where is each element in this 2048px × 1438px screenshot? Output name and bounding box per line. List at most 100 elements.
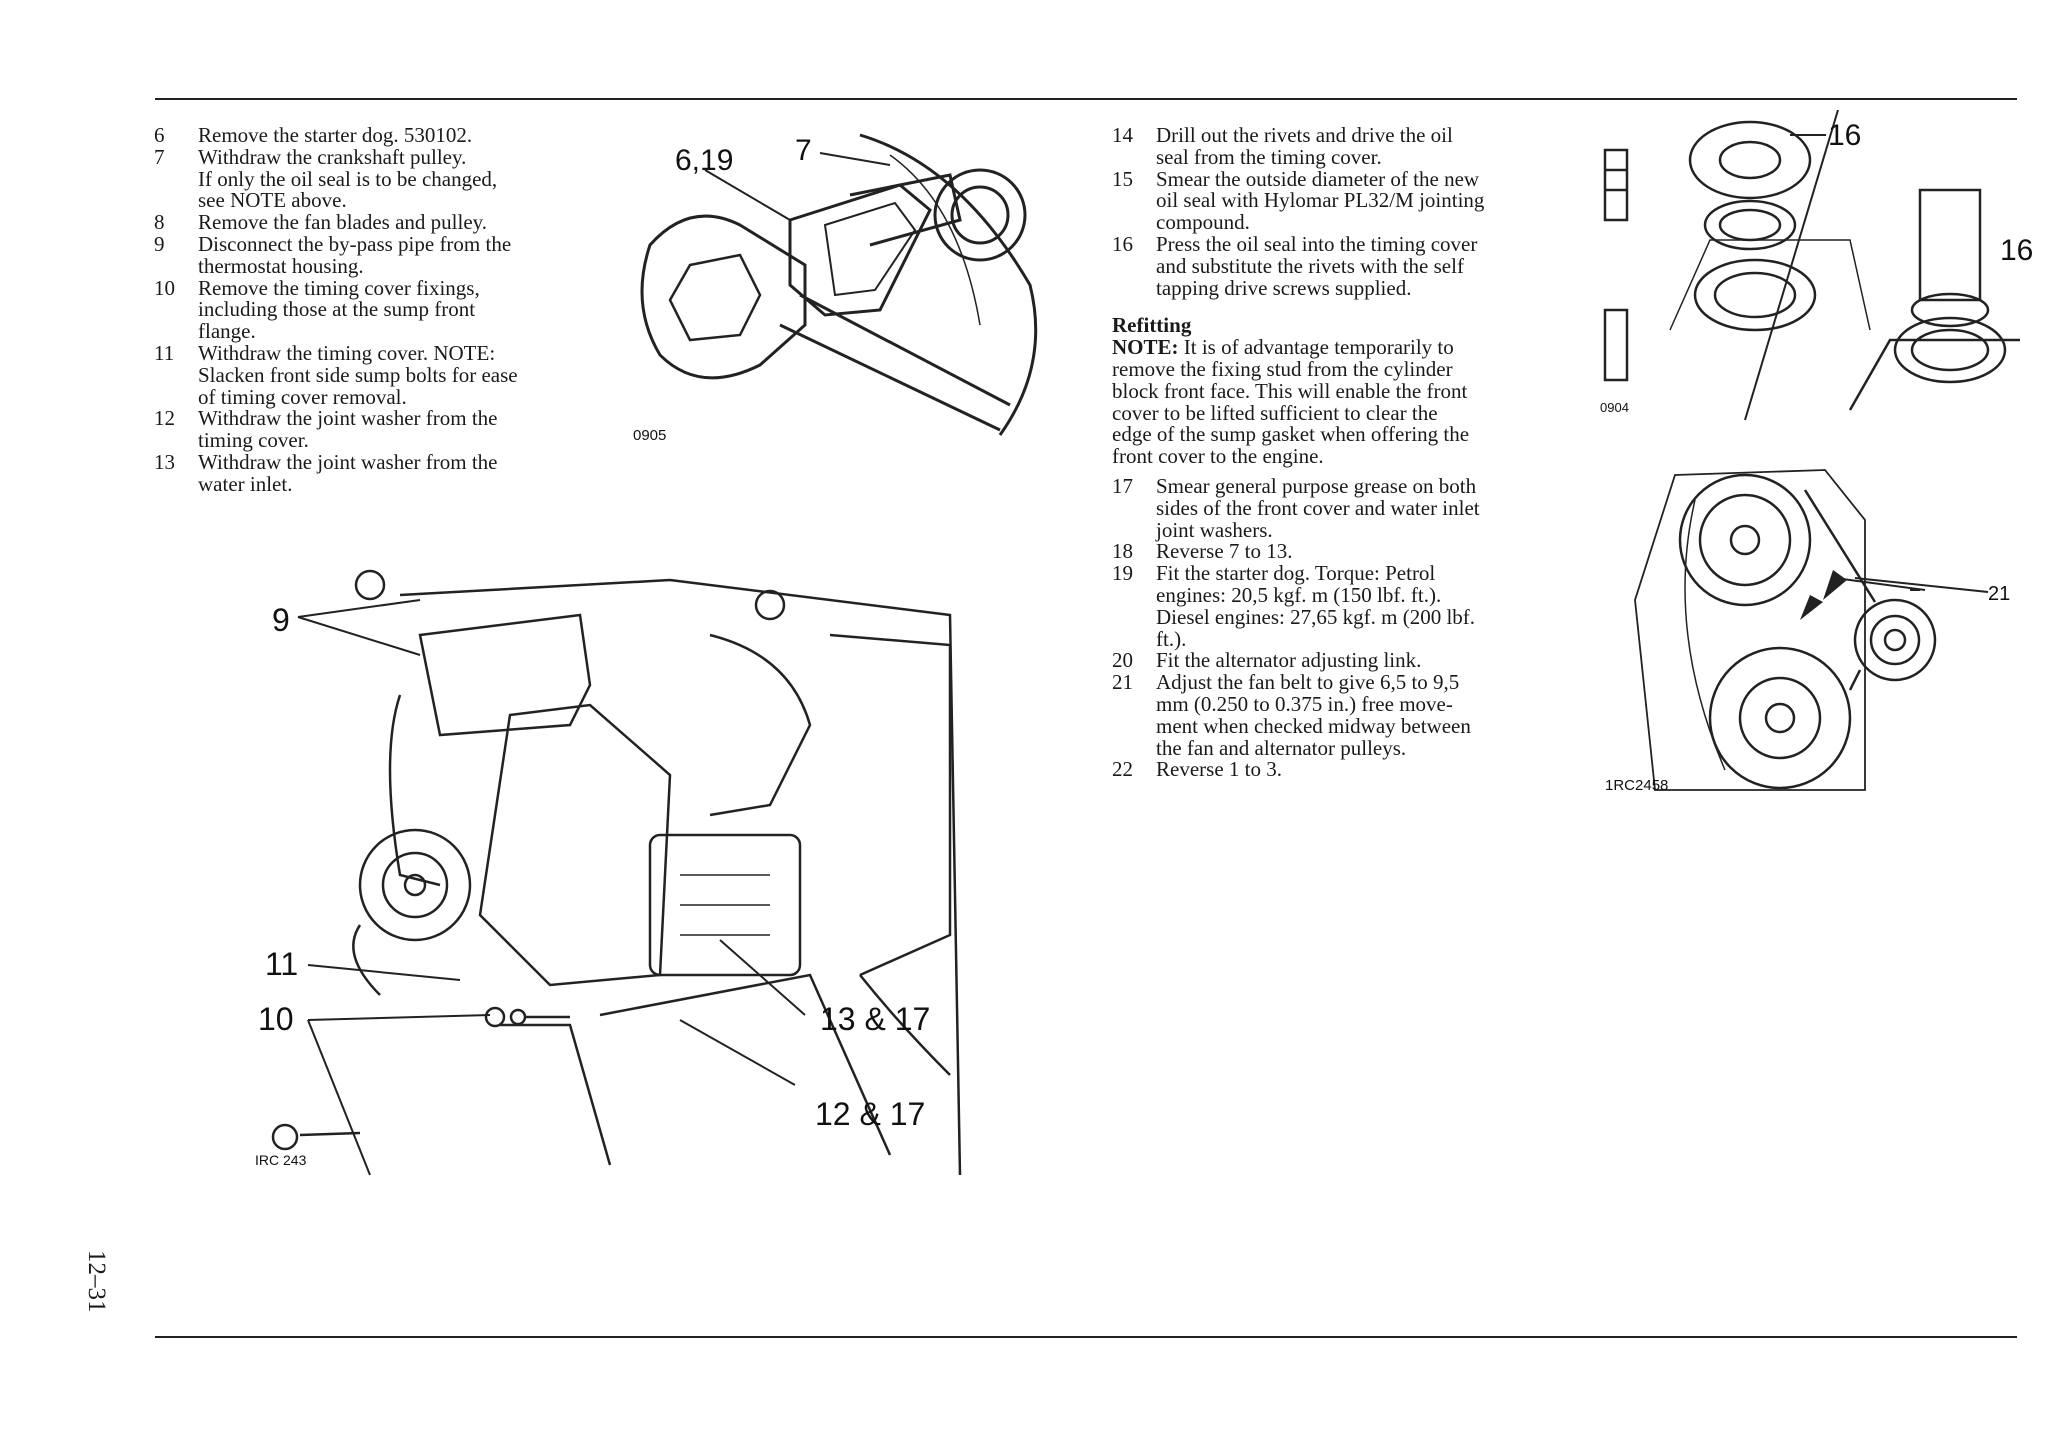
- label-16-right: 16: [2000, 234, 2033, 267]
- step-line: Remove the fan blades and pulley.: [198, 210, 488, 235]
- step-line: Fit the alternator adjusting link.: [1156, 648, 1422, 673]
- step-line: thermostat housing.: [198, 253, 364, 278]
- step-number: 8: [154, 210, 165, 235]
- step-text: Remove the fan blades and pulley.: [198, 210, 572, 235]
- step-line: Reverse 1 to 3.: [1156, 757, 1282, 782]
- step-text: Withdraw the timing cover. NOTE:Slacken …: [198, 340, 572, 409]
- step-line: seal from the timing cover.: [1156, 144, 1382, 169]
- step-line: Remove the starter dog. 530102.: [198, 123, 473, 147]
- step-number: 13: [154, 449, 175, 474]
- step-line: Withdraw the joint washer from the: [198, 449, 498, 474]
- page-number: 12–31: [83, 1250, 110, 1313]
- figure-irc243: 9 11 10 13 & 17 12 & 17 IRC 243: [250, 555, 970, 1180]
- step-20: 20 Fit the alternator adjusting link.: [1112, 650, 1544, 672]
- step-line: engines: 20,5 kgf. m (150 lbf. ft.).: [1156, 582, 1442, 607]
- right-steps: 14 Drill out the rivets and drive the oil…: [1112, 123, 1544, 781]
- label-12-17: 12 & 17: [815, 1096, 925, 1132]
- figure-code-0904: 0904: [1600, 400, 1629, 415]
- note-line: block front face. This will enable the f…: [1112, 378, 1468, 403]
- label-11: 11: [265, 946, 298, 982]
- label-16-top: 16: [1828, 119, 1861, 152]
- step-number: 12: [154, 406, 175, 431]
- note-label: NOTE:: [1112, 335, 1179, 360]
- figure-code-1rc2458: 1RC2458: [1605, 777, 1668, 794]
- step-line: mm (0.250 to 0.375 in.) free move-: [1156, 691, 1453, 716]
- step-8: 8 Remove the fan blades and pulley.: [154, 210, 572, 235]
- refitting-heading: Refitting: [1112, 313, 1192, 338]
- step-number: 11: [154, 340, 175, 365]
- step-number: 6: [154, 123, 165, 147]
- step-number: 18: [1112, 539, 1133, 564]
- step-number: 17: [1112, 473, 1133, 498]
- label-9: 9: [272, 602, 290, 638]
- step-number: 14: [1112, 123, 1133, 147]
- step-14: 14 Drill out the rivets and drive the oil…: [1112, 123, 1544, 169]
- step-number: 21: [1112, 670, 1133, 695]
- step-text: Withdraw the crankshaft pulley.If only t…: [198, 144, 572, 213]
- step-line: Remove the timing cover fixings,: [198, 275, 480, 300]
- step-line: timing cover.: [198, 428, 309, 453]
- step-text: Reverse 1 to 3.: [1156, 759, 1544, 781]
- step-line: see NOTE above.: [198, 188, 347, 213]
- step-21: 21 Adjust the fan belt to give 6,5 to 9,5…: [1112, 670, 1544, 759]
- step-number: 9: [154, 231, 165, 256]
- step-number: 20: [1112, 648, 1133, 673]
- figure-code-0905: 0905: [633, 427, 666, 444]
- step-6: 6 Remove the starter dog. 530102.: [154, 123, 572, 147]
- note-line: remove the fixing stud from the cylinder: [1112, 356, 1453, 381]
- step-line: If only the oil seal is to be changed,: [198, 166, 498, 191]
- note-line: edge of the sump gasket when offering th…: [1112, 422, 1470, 447]
- label-7: 7: [795, 134, 812, 167]
- step-text: Press the oil seal into the timing cover…: [1156, 233, 1544, 300]
- step-line: ft.).: [1156, 626, 1187, 651]
- step-line: Smear the outside diameter of the new: [1156, 166, 1480, 191]
- figure-0905: 6,19 7 0905: [630, 125, 1080, 455]
- note-text: It is of advantage temporarily to: [1178, 335, 1454, 360]
- step-line: oil seal with Hylomar PL32/M jointing: [1156, 188, 1485, 213]
- figure-0904: 16 16 0904: [1590, 109, 2033, 430]
- step-line: sides of the front cover and water inlet: [1156, 495, 1480, 520]
- bottom-rule: [155, 1336, 2017, 1338]
- label-21: 21: [1988, 583, 2010, 605]
- step-line: compound.: [1156, 210, 1250, 235]
- step-line: Reverse 7 to 13.: [1156, 539, 1293, 564]
- step-line: Smear general purpose grease on both: [1156, 473, 1477, 498]
- note-line: NOTE: It is of advantage temporarily to: [1112, 335, 1544, 360]
- note-line: cover to be lifted sufficient to clear t…: [1112, 400, 1438, 425]
- step-line: including those at the sump front: [198, 297, 476, 322]
- step-line: Disconnect the by-pass pipe from the: [198, 231, 512, 256]
- step-text: Remove the starter dog. 530102.: [198, 123, 572, 147]
- step-line: tapping drive screws supplied.: [1156, 275, 1412, 300]
- label-10: 10: [258, 1001, 294, 1037]
- step-number: 19: [1112, 561, 1133, 586]
- step-16: 16 Press the oil seal into the timing cov…: [1112, 231, 1544, 300]
- step-line: Withdraw the crankshaft pulley.: [198, 144, 467, 169]
- step-number: 16: [1112, 231, 1133, 256]
- step-11: 11 Withdraw the timing cover. NOTE:Slacke…: [154, 340, 572, 409]
- top-rule: [155, 98, 2017, 100]
- step-line: Withdraw the timing cover. NOTE:: [198, 340, 496, 365]
- label-6-19: 6,19: [675, 144, 733, 177]
- step-line: water inlet.: [198, 471, 293, 496]
- note-line: front cover to the engine.: [1112, 444, 1324, 469]
- step-line: joint washers.: [1156, 517, 1273, 542]
- step-18: 18 Reverse 7 to 13.: [1112, 541, 1544, 563]
- label-13-17: 13 & 17: [820, 1001, 930, 1037]
- step-line: of timing cover removal.: [198, 384, 407, 409]
- step-line: flange.: [198, 319, 256, 344]
- step-line: Withdraw the joint washer from the: [198, 406, 498, 431]
- step-line: Diesel engines: 27,65 kgf. m (200 lbf.: [1156, 604, 1476, 629]
